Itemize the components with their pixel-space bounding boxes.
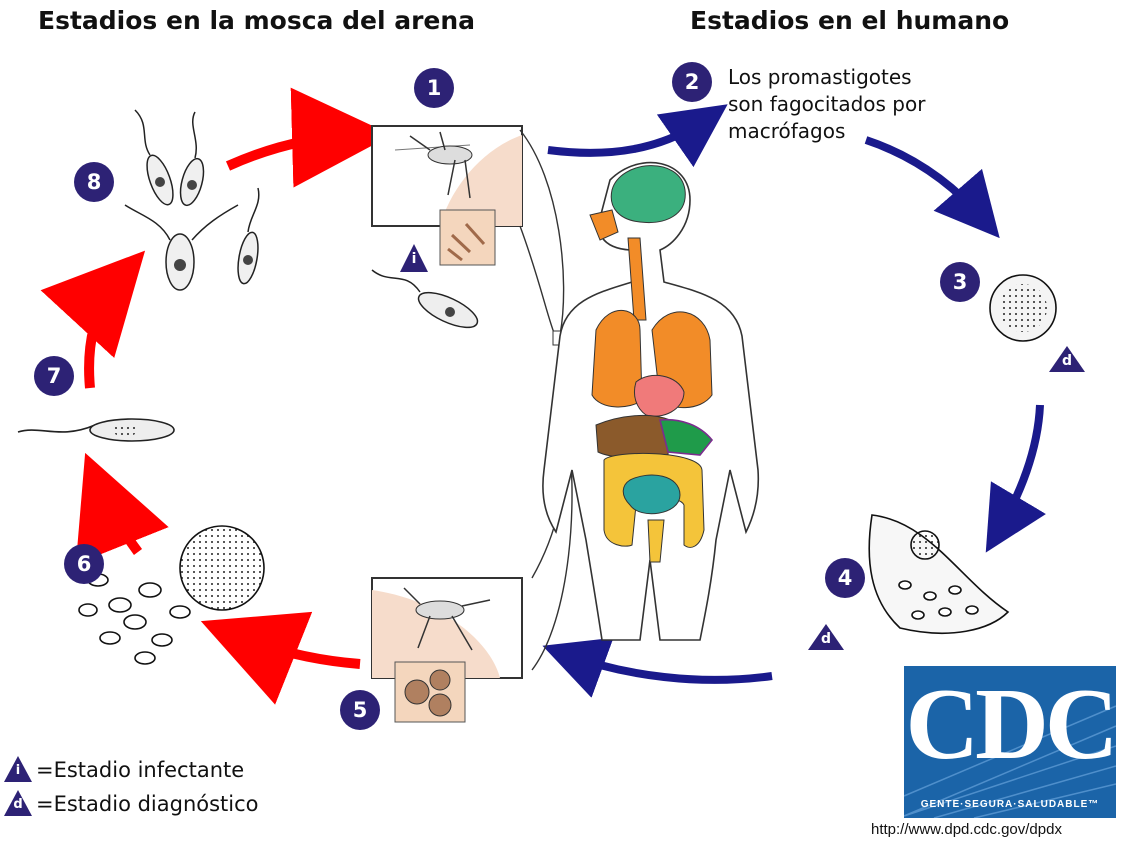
diagnostic-marker-letter-4: d [817,631,835,647]
arrow-5-to-6 [238,636,360,664]
human-figure [543,163,758,640]
source-url: http://www.dpd.cdc.gov/dpdx [871,821,1062,838]
arrow-4-to-5 [565,654,772,680]
cdc-logo: CDC GENTE·SEGURA·SALUDABLE™ [904,666,1116,818]
step-badge-8: 8 [74,162,114,202]
arrow-3-to-4 [998,405,1040,532]
step-badge-5: 5 [340,690,380,730]
step-badge-6: 6 [64,544,104,584]
step2-text-line-1: Los promastigotes [728,64,912,91]
step2-text-line-2: son fagocitados por [728,91,925,118]
stage4-macrophage [869,515,1008,633]
sandfly-bite-box-top [372,126,522,265]
diagnostic-marker-letter-3: d [1058,353,1076,369]
step2-text-line-3: macrófagos [728,118,845,145]
legend-diagnostic-letter: d [11,797,25,812]
step-badge-7: 7 [34,356,74,396]
arrow-8-to-1 [228,136,352,166]
step-badge-3: 3 [940,262,980,302]
arrow-2-to-3 [866,140,984,220]
legend-diagnostic-text: =Estadio diagnóstico [36,792,259,816]
arrow-7-to-8 [89,280,118,388]
cdc-logo-text: CDC [904,670,1116,780]
step-badge-2: 2 [672,62,712,102]
infective-marker-letter: i [407,251,421,267]
legend-infective-letter: i [11,763,25,778]
stage3-macrophage [990,275,1056,341]
arrow-6-to-7 [100,490,138,552]
promastigotes-cluster [125,110,261,290]
stage7-promastigote [18,419,174,441]
cdc-logo-tagline: GENTE·SEGURA·SALUDABLE™ [904,799,1116,810]
stage6-amastigotes [79,526,264,664]
legend-infective-text: =Estadio infectante [36,758,244,782]
sandfly-bite-box-bottom [372,578,522,722]
infective-promastigote [372,270,482,334]
arrow-1-to-2 [548,118,708,153]
step-badge-4: 4 [825,558,865,598]
step-badge-1: 1 [414,68,454,108]
